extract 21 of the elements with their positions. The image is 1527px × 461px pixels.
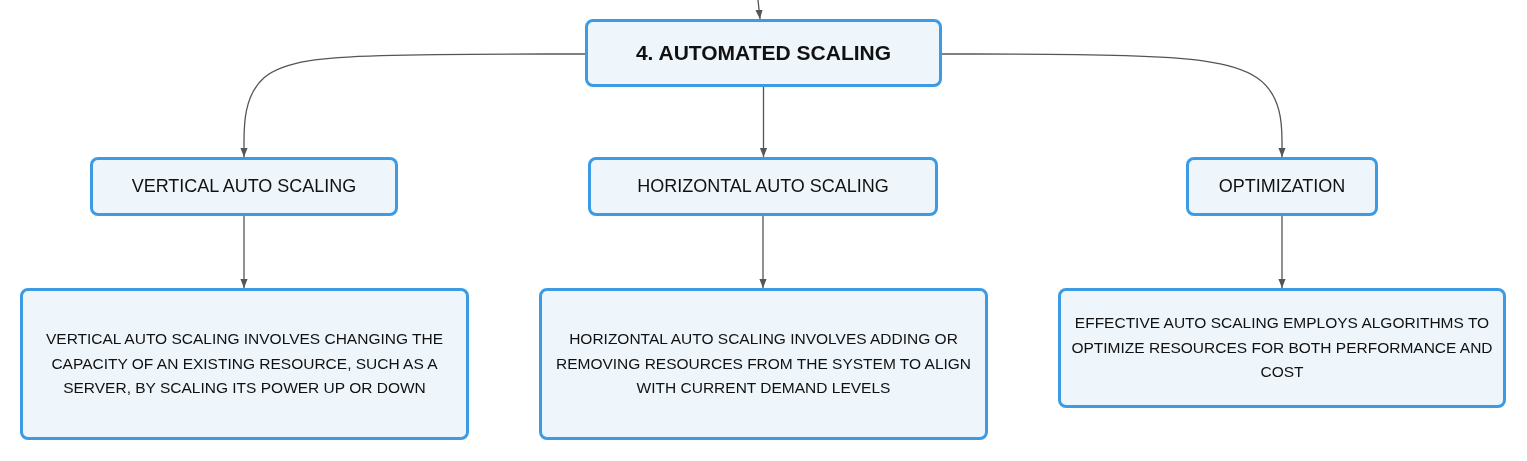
arrow: [759, 86, 768, 158]
node-text: EFFECTIVE AUTO SCALING EMPLOYS ALGORITHMS TO OPTIMIZE RESOURCES FOR BOTH PERFORMANCE AND COST: [1071, 312, 1493, 383]
node-text: 4. AUTOMATED SCALING: [635, 41, 892, 65]
description-box: [1058, 288, 1506, 408]
arrow: [941, 53, 1286, 158]
subtopic-box: [1186, 157, 1378, 216]
node-text: VERTICAL AUTO SCALING: [131, 176, 357, 197]
arrow: [755, 0, 763, 20]
description-box: [20, 288, 469, 440]
subtopic-box: [90, 157, 398, 216]
node-text: HORIZONTAL AUTO SCALING INVOLVES ADDING OR REMOVING RESOURCES FROM THE SYSTEM TO ALIGN WITH CURRENT DEMAND LEVELS: [554, 328, 973, 399]
node-text: VERTICAL AUTO SCALING INVOLVES CHANGING THE CAPACITY OF AN EXISTING RESOURCE, SUCH AS A SERVER, BY SCALING ITS POWER UP OR DOWN: [44, 328, 445, 399]
arrow: [759, 215, 767, 289]
arrow: [240, 215, 248, 289]
node-text: HORIZONTAL AUTO SCALING: [637, 176, 889, 197]
subtopic-box: [588, 157, 938, 216]
arrow: [1278, 215, 1286, 289]
node-text: OPTIMIZATION: [1218, 176, 1346, 197]
description-box: [539, 288, 988, 440]
topic-box: [585, 19, 942, 87]
arrow: [240, 53, 586, 158]
